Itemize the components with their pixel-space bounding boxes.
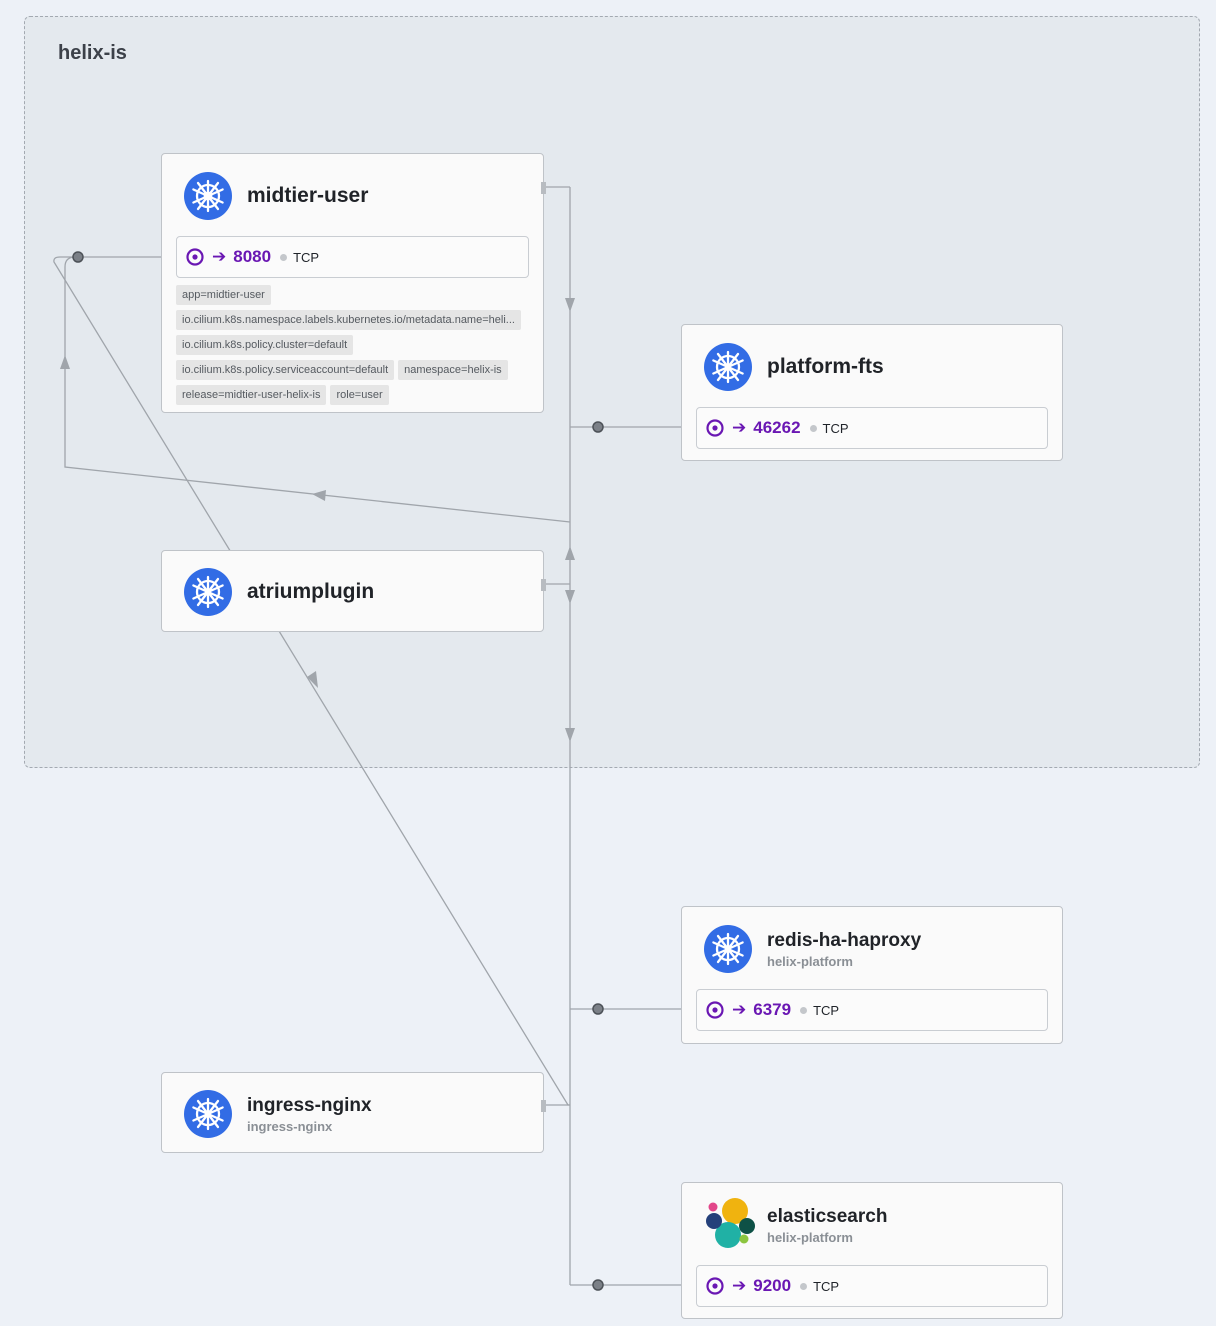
label-chip: app=midtier-user [176, 285, 271, 305]
arrow-right-icon: ➔ [732, 1000, 747, 1019]
protocol: TCP [813, 1278, 840, 1294]
label-chip: io.cilium.k8s.policy.serviceaccount=defa… [176, 360, 395, 380]
port-row-9200[interactable]: ➔ 9200 TCP [696, 1265, 1048, 1307]
connection-handle[interactable] [541, 579, 546, 591]
node-name: ingress-nginx [247, 1094, 372, 1116]
label-chip: namespace=helix-is [398, 360, 508, 380]
arrow-right-icon: ➔ [732, 418, 747, 437]
protocol: TCP [822, 420, 849, 436]
kubernetes-helm-icon [184, 568, 232, 616]
edge-junction [72, 251, 84, 263]
separator-dot [280, 253, 288, 261]
node-card-elasticsearch[interactable]: elasticsearch helix-platform ➔ 9200 TCP [681, 1182, 1063, 1319]
node-name: platform-fts [767, 355, 884, 378]
node-name: midtier-user [247, 184, 369, 207]
edge-arrow [307, 671, 318, 688]
edge-junction [592, 1003, 604, 1015]
kubernetes-helm-icon [704, 343, 752, 391]
protocol: TCP [813, 1002, 840, 1018]
arrow-right-icon: ➔ [732, 1276, 747, 1295]
port-target-icon [706, 1001, 724, 1019]
kubernetes-helm-icon [704, 925, 752, 973]
label-chip: release=midtier-user-helix-is [176, 385, 327, 405]
label-list: app=midtier-user io.cilium.k8s.namespace… [176, 285, 536, 410]
edge-arrow [565, 590, 575, 604]
arrow-right-icon: ➔ [212, 247, 227, 266]
kubernetes-helm-icon [184, 1090, 232, 1138]
node-name: redis-ha-haproxy [767, 929, 922, 951]
node-name: elasticsearch [767, 1205, 888, 1227]
connection-handle[interactable] [541, 182, 546, 194]
edge-arrow [565, 298, 575, 312]
edge-arrow [312, 490, 326, 501]
port-target-icon [186, 248, 204, 266]
edge-ingress-to-midtier-port [53, 256, 570, 1106]
separator-dot [800, 1282, 808, 1290]
label-chip: role=user [330, 385, 389, 405]
port-number: 6379 [753, 1000, 792, 1019]
elasticsearch-logo-icon [706, 1198, 755, 1248]
node-name: atriumplugin [247, 580, 375, 603]
edge-junction [592, 1279, 604, 1291]
label-chip: io.cilium.k8s.namespace.labels.kubernete… [176, 310, 521, 330]
port-number: 8080 [233, 247, 272, 266]
node-card-platform-fts[interactable]: platform-fts ➔ 46262 TCP [681, 324, 1063, 461]
node-namespace: helix-platform [767, 953, 853, 969]
node-card-atriumplugin[interactable]: atriumplugin [161, 550, 546, 632]
edge-junction [592, 421, 604, 433]
separator-dot [809, 424, 817, 432]
node-card-redis-ha-haproxy[interactable]: redis-ha-haproxy helix-platform ➔ 6379 T… [681, 906, 1063, 1044]
port-row-8080[interactable]: ➔ 8080 TCP [176, 236, 529, 278]
protocol: TCP [293, 249, 320, 265]
edge-arrow [565, 546, 575, 560]
node-namespace: helix-platform [767, 1229, 853, 1245]
edge-arrow [60, 355, 70, 369]
port-number: 9200 [753, 1276, 792, 1295]
kubernetes-helm-icon [184, 172, 232, 220]
node-card-midtier-user[interactable]: midtier-user ➔ 8080 TCP app=midtier-user… [161, 153, 546, 413]
node-card-ingress-nginx[interactable]: ingress-nginx ingress-nginx [161, 1072, 546, 1153]
label-chip: io.cilium.k8s.policy.cluster=default [176, 335, 354, 355]
port-number: 46262 [753, 418, 801, 437]
separator-dot [800, 1006, 808, 1014]
port-target-icon [706, 1277, 724, 1295]
node-namespace: ingress-nginx [247, 1118, 333, 1134]
port-row-46262[interactable]: ➔ 46262 TCP [696, 407, 1048, 449]
port-target-icon [706, 419, 724, 437]
connection-handle[interactable] [541, 1100, 546, 1112]
edge-arrow [565, 728, 575, 742]
port-row-6379[interactable]: ➔ 6379 TCP [696, 989, 1048, 1031]
namespace-title: helix-is [58, 42, 127, 64]
